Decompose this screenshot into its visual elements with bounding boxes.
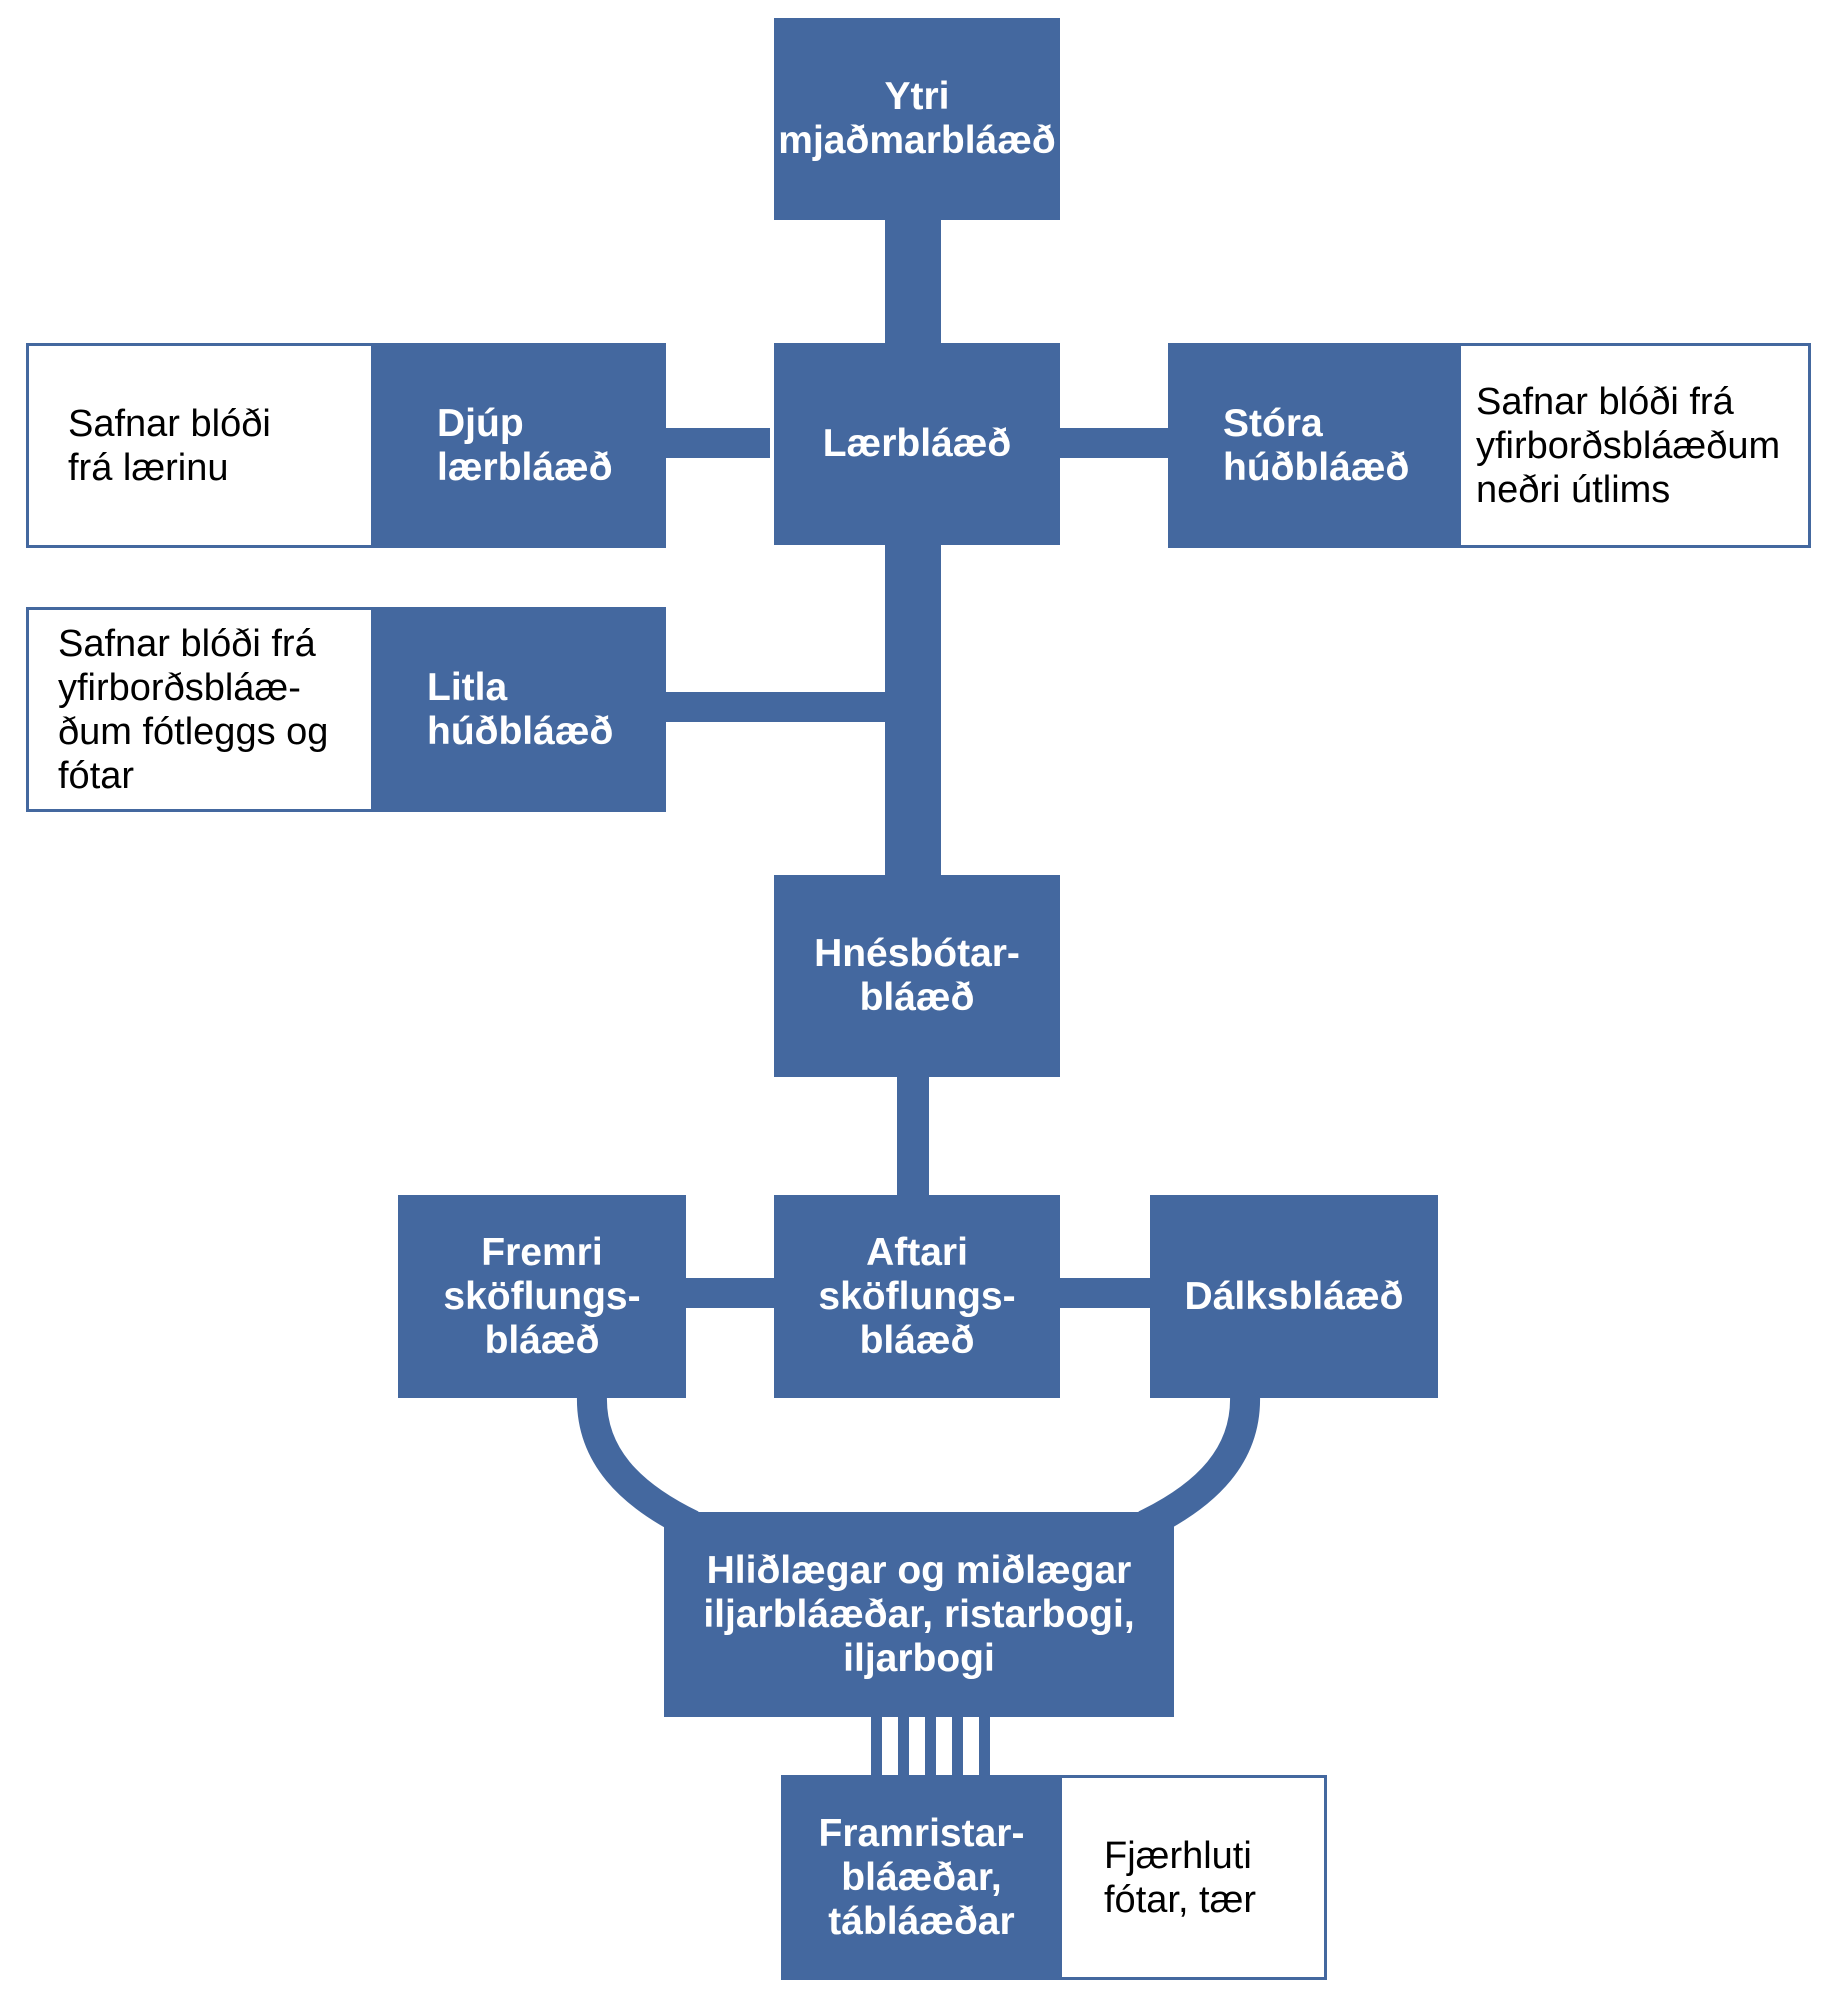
node-label: Hnésbótar- bláæð — [814, 932, 1020, 1019]
connector-hnes-aftari — [897, 1075, 929, 1200]
node-label: Stóra húðbláæð — [1223, 401, 1410, 489]
connector-laer-stora — [1060, 428, 1170, 458]
connector-ilj-fram-1 — [871, 1715, 882, 1777]
node-plantar-veins: Hliðlægar og miðlægar iljarbláæðar, rist… — [664, 1512, 1174, 1717]
connector-laer-hnes — [885, 540, 941, 880]
description-deep-femoral-vein: Safnar blóði frá lærinu — [68, 346, 368, 545]
node-label: Dálksbláæð — [1184, 1274, 1404, 1318]
description-text: Safnar blóði frá yfirborðsbláæ- ðum fótl… — [58, 622, 329, 797]
connector-fremri-aftari — [683, 1278, 776, 1308]
node-label: Aftari sköflungs- bláæð — [818, 1230, 1016, 1362]
node-label: Lærbláæð — [822, 422, 1012, 465]
connector-fremri-ilj — [576, 1394, 699, 1539]
connector-dalk-ilj — [1138, 1394, 1261, 1539]
node-fibular-vein: Dálksbláæð — [1150, 1195, 1438, 1398]
connector-ilj-fram-4 — [952, 1715, 963, 1777]
description-great-saphenous-vein: Safnar blóði frá yfirborðsbláæðum neðri … — [1476, 346, 1808, 545]
description-metatarsal-digital-veins: Fjærhluti fótar, tær — [1104, 1778, 1324, 1977]
node-metatarsal-digital-veins: Framristar- bláæðar, tábláæðar — [781, 1775, 1062, 1980]
connector-ilj-fram-5 — [979, 1715, 990, 1777]
description-text: Safnar blóði frá lærinu — [68, 402, 271, 489]
connector-ilj-fram-3 — [925, 1715, 936, 1777]
node-femoral-vein: Lærbláæð — [774, 343, 1060, 545]
node-great-saphenous-vein: Stóra húðbláæð — [1168, 343, 1461, 548]
node-deep-femoral-vein: Djúp lærbláæð — [371, 343, 666, 548]
connector-ytri-laer — [885, 215, 941, 345]
description-text: Fjærhluti fótar, tær — [1104, 1834, 1257, 1921]
node-anterior-tibial-vein: Fremri sköflungs- bláæð — [398, 1195, 686, 1398]
node-external-iliac-vein: Ytri mjaðmarbláæð — [774, 18, 1060, 220]
node-label: Fremri sköflungs- bláæð — [443, 1230, 641, 1362]
connector-ilj-fram-2 — [898, 1715, 909, 1777]
node-label: Litla húðbláæð — [427, 665, 614, 753]
node-label: Framristar- bláæðar, tábláæðar — [818, 1811, 1025, 1943]
description-text: Safnar blóði frá yfirborðsbláæðum neðri … — [1476, 380, 1781, 511]
node-label: Hliðlægar og miðlægar iljarbláæðar, rist… — [703, 1548, 1135, 1680]
node-small-saphenous-vein: Litla húðbláæð — [371, 607, 666, 812]
connector-djup-laer — [660, 428, 770, 458]
node-popliteal-vein: Hnésbótar- bláæð — [774, 875, 1060, 1077]
node-label: Ytri mjaðmarbláæð — [778, 75, 1056, 162]
description-small-saphenous-vein: Safnar blóði frá yfirborðsbláæ- ðum fótl… — [58, 610, 368, 809]
connector-litla-trunk — [660, 692, 890, 722]
node-posterior-tibial-vein: Aftari sköflungs- bláæð — [774, 1195, 1060, 1398]
node-label: Djúp lærbláæð — [437, 401, 613, 489]
connector-aftari-dalk — [1060, 1278, 1153, 1308]
